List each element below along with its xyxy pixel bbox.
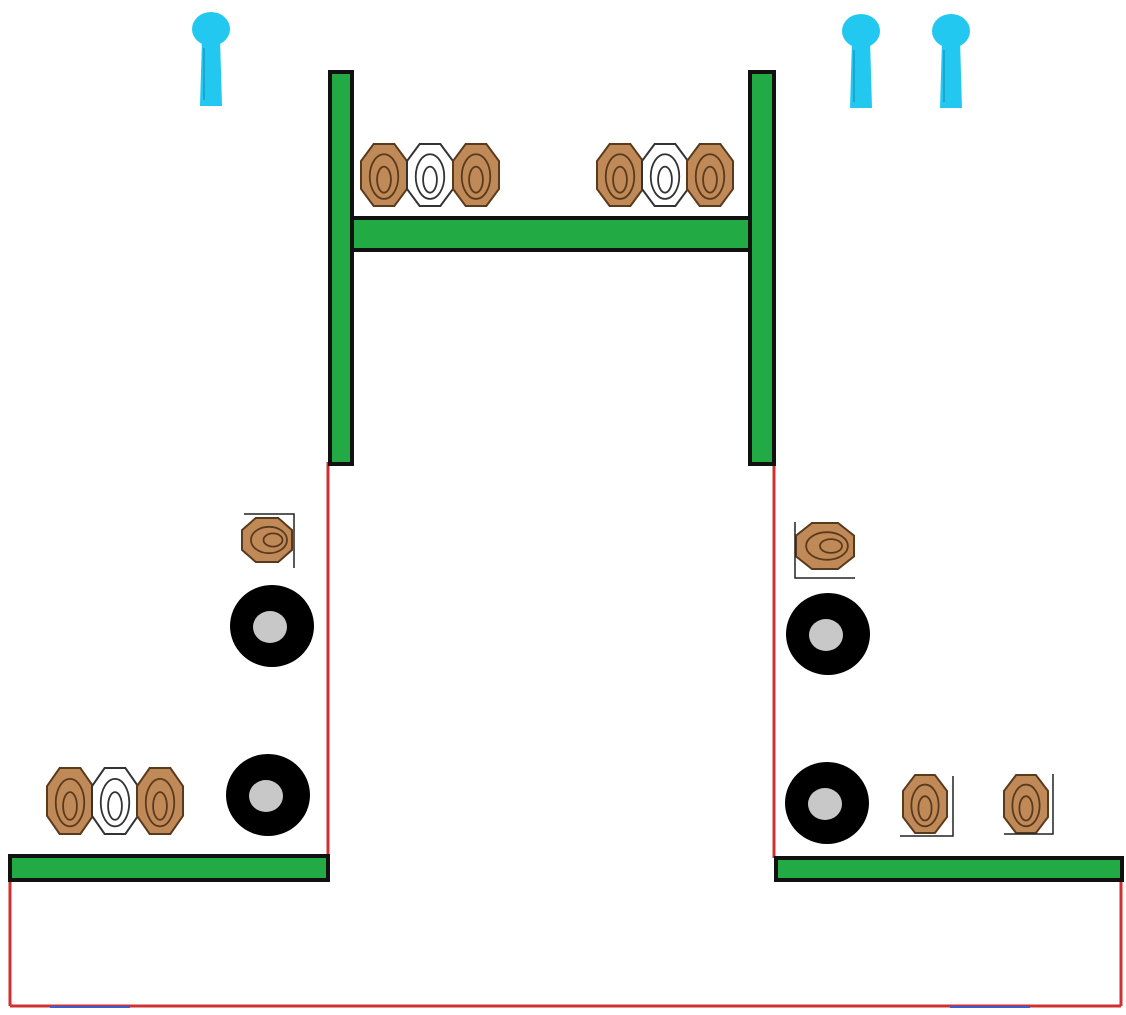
target-top-right-2 — [687, 144, 733, 206]
target-right-side — [795, 522, 855, 578]
target-top-right-1 — [597, 144, 643, 206]
target-top-left-2 — [453, 144, 499, 206]
left-vertical-wall — [330, 72, 352, 464]
target-top-left-1 — [361, 144, 407, 206]
target-left-side — [242, 514, 294, 568]
no-shoot-bottom-left — [92, 768, 138, 834]
no-shoot-top-right — [642, 144, 688, 206]
barrel-right-upper — [786, 593, 870, 675]
barrel-right-lower — [785, 762, 869, 844]
right-vertical-wall — [750, 72, 774, 464]
bottom-left-wall — [10, 856, 328, 880]
popper-right-2 — [932, 14, 970, 108]
popper-right-1 — [842, 14, 880, 108]
barrel-left-upper — [230, 585, 314, 667]
no-shoot-top-left — [407, 144, 453, 206]
target-bottom-left-2 — [137, 768, 183, 834]
bottom-right-wall — [776, 858, 1122, 880]
walls — [10, 72, 1122, 880]
target-bottom-left-1 — [47, 768, 93, 834]
popper-left — [192, 12, 230, 106]
boundary-lines — [10, 462, 1121, 1007]
barrel-left-lower — [226, 754, 310, 836]
top-horizontal-wall — [352, 218, 750, 250]
target-bottom-right-2 — [1004, 774, 1053, 834]
poppers-layer — [192, 12, 970, 108]
target-bottom-right-1 — [900, 775, 953, 836]
